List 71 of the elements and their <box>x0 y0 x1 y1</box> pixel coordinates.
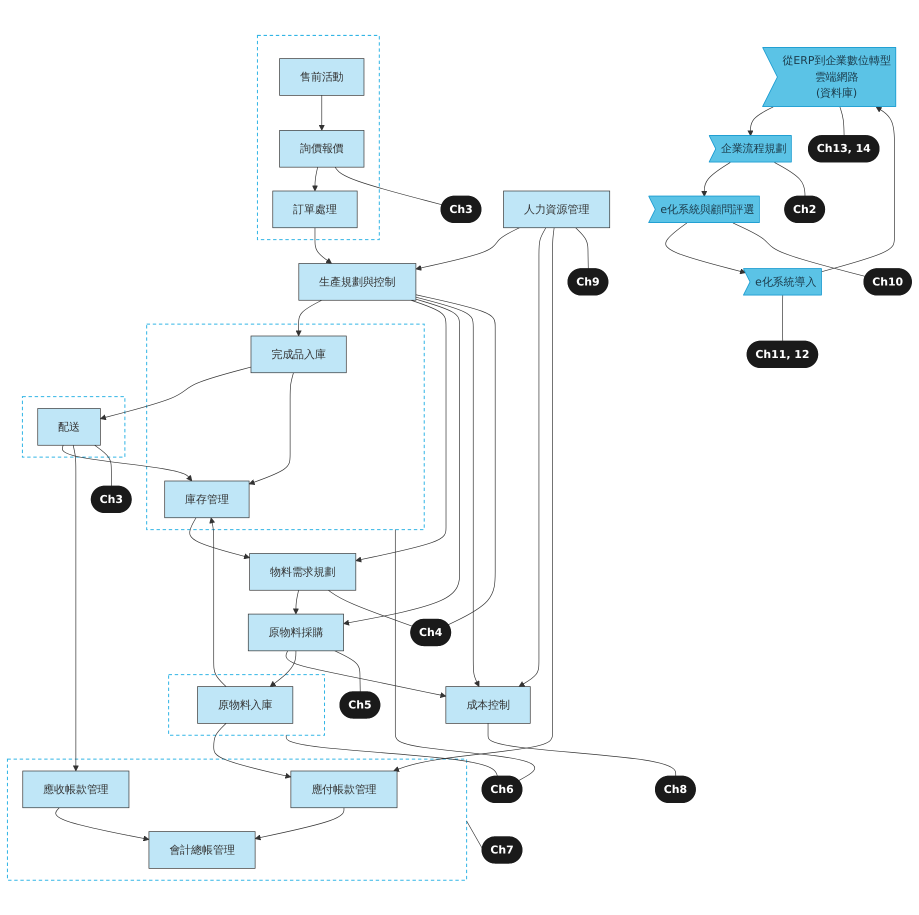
stage-band: e化系統導入 <box>743 268 822 296</box>
connector <box>575 227 589 269</box>
arrow <box>248 372 294 485</box>
process-box: 應付帳款管理 <box>290 770 398 808</box>
arrow <box>701 162 731 196</box>
connector <box>286 734 498 776</box>
callout-bubble: Ch2 <box>784 195 826 223</box>
callout-bubble: Ch3 <box>440 195 482 223</box>
process-box: 訂單處理 <box>272 190 358 228</box>
stage-band: e化系統與顧問評選 <box>648 195 760 223</box>
arrow <box>343 298 460 626</box>
connector <box>94 444 112 486</box>
connector <box>416 294 496 625</box>
arrow <box>318 94 325 130</box>
connector <box>732 222 866 276</box>
callout-bubble: Ch8 <box>655 775 696 803</box>
process-box: 原物料採購 <box>248 613 344 651</box>
arrow <box>100 366 252 420</box>
callout-bubble: Ch10 <box>863 268 912 296</box>
connector <box>334 650 361 692</box>
process-box: 配送 <box>37 408 101 446</box>
stage-band: 從ERP到企業數位轉型 雲端網路 (資料庫) <box>762 46 896 107</box>
arrow <box>747 106 774 136</box>
process-box: 詢價報價 <box>279 130 364 168</box>
callout-bubble: Ch7 <box>482 836 522 864</box>
arrow <box>55 807 150 842</box>
callout-bubble: Ch3 <box>90 485 132 513</box>
process-box: 應收帳款管理 <box>22 770 130 808</box>
connector <box>334 166 443 205</box>
arrow <box>209 517 226 687</box>
callout-bubble: Ch11, 12 <box>746 340 818 368</box>
process-box: 售前活動 <box>279 58 364 96</box>
arrow <box>270 650 296 686</box>
arrow <box>286 650 446 698</box>
process-box: 原物料入庫 <box>197 686 294 724</box>
callout-bubble: Ch4 <box>410 618 452 646</box>
callout-bubble: Ch9 <box>568 268 608 296</box>
connector <box>840 106 844 136</box>
process-box: 人力資源管理 <box>503 190 610 228</box>
connector <box>328 590 413 626</box>
process-box: 生產規劃與控制 <box>298 262 416 300</box>
arrow <box>213 722 292 778</box>
arrow <box>72 444 79 771</box>
callout-bubble: Ch5 <box>339 691 380 718</box>
stage-band: 企業流程規劃 <box>708 134 792 162</box>
process-box: 物料需求規劃 <box>249 552 356 590</box>
arrow <box>416 227 520 270</box>
arrow <box>312 166 318 191</box>
arrow <box>314 227 332 264</box>
arrow <box>416 296 480 686</box>
callout-bubble: Ch6 <box>482 775 522 803</box>
arrow <box>189 517 250 559</box>
callout-bubble: Ch13, 14 <box>808 134 880 162</box>
process-box: 庫存管理 <box>164 480 250 518</box>
arrow <box>518 227 546 686</box>
process-box: 完成品入庫 <box>250 335 347 373</box>
process-box: 會計總帳管理 <box>148 830 256 868</box>
connector <box>488 722 676 776</box>
arrow <box>296 300 322 336</box>
connector <box>466 820 483 849</box>
arrow <box>356 300 446 562</box>
arrow <box>393 227 554 772</box>
arrow <box>665 222 746 274</box>
arrow <box>821 106 895 272</box>
arrow <box>292 590 299 614</box>
connector <box>774 162 806 196</box>
connector <box>394 528 536 781</box>
arrow <box>62 444 192 481</box>
connector <box>782 294 784 342</box>
arrow <box>254 807 344 840</box>
process-box: 成本控制 <box>446 686 531 724</box>
